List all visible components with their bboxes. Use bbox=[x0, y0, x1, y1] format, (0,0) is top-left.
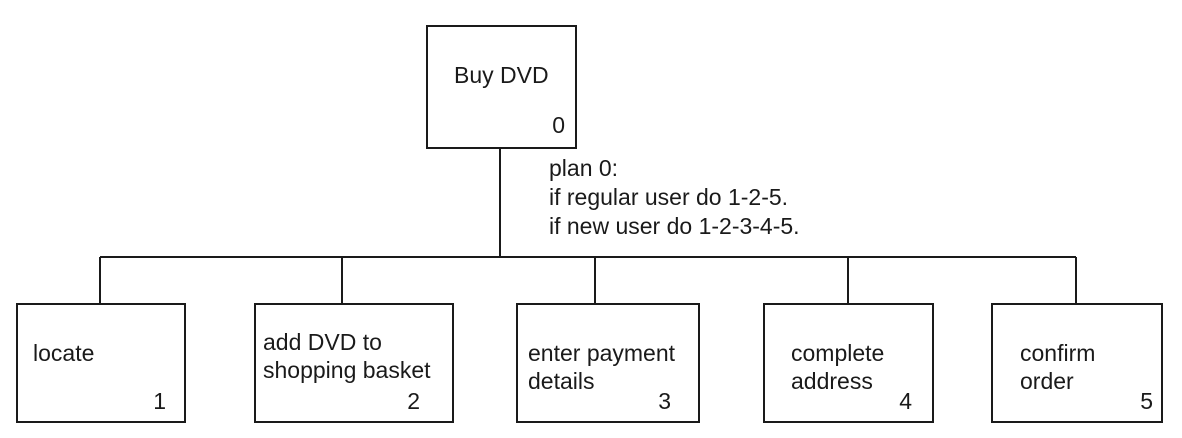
subtask-label: locate bbox=[33, 340, 95, 366]
subtask-box-locate: locate 1 bbox=[16, 303, 186, 423]
subtask-number: 4 bbox=[899, 388, 912, 414]
subtask-number: 3 bbox=[658, 388, 671, 414]
plan-title: plan 0: bbox=[549, 155, 619, 181]
subtask-label: confirm order bbox=[1020, 340, 1096, 394]
root-task-label: Buy DVD bbox=[454, 62, 549, 88]
plan-text: plan 0: if regular user do 1-2-5. if new… bbox=[549, 154, 800, 241]
subtask-label: add DVD to shopping basket bbox=[263, 329, 431, 383]
subtask-number: 5 bbox=[1140, 388, 1153, 414]
subtask-box-complete-address: complete address 4 bbox=[763, 303, 934, 423]
plan-new-user-line: if new user do 1-2-3-4-5. bbox=[549, 213, 800, 239]
subtask-number: 1 bbox=[153, 388, 166, 414]
subtask-box-confirm-order: confirm order 5 bbox=[991, 303, 1163, 423]
subtask-number: 2 bbox=[407, 388, 420, 414]
subtask-box-enter-payment: enter payment details 3 bbox=[516, 303, 700, 423]
root-task-number: 0 bbox=[552, 112, 565, 138]
subtask-label: complete address bbox=[791, 340, 885, 394]
plan-regular-user-line: if regular user do 1-2-5. bbox=[549, 184, 789, 210]
subtask-box-add-to-basket: add DVD to shopping basket 2 bbox=[254, 303, 454, 423]
root-task-box: Buy DVD 0 bbox=[426, 25, 577, 149]
subtask-label: enter payment details bbox=[528, 340, 676, 394]
